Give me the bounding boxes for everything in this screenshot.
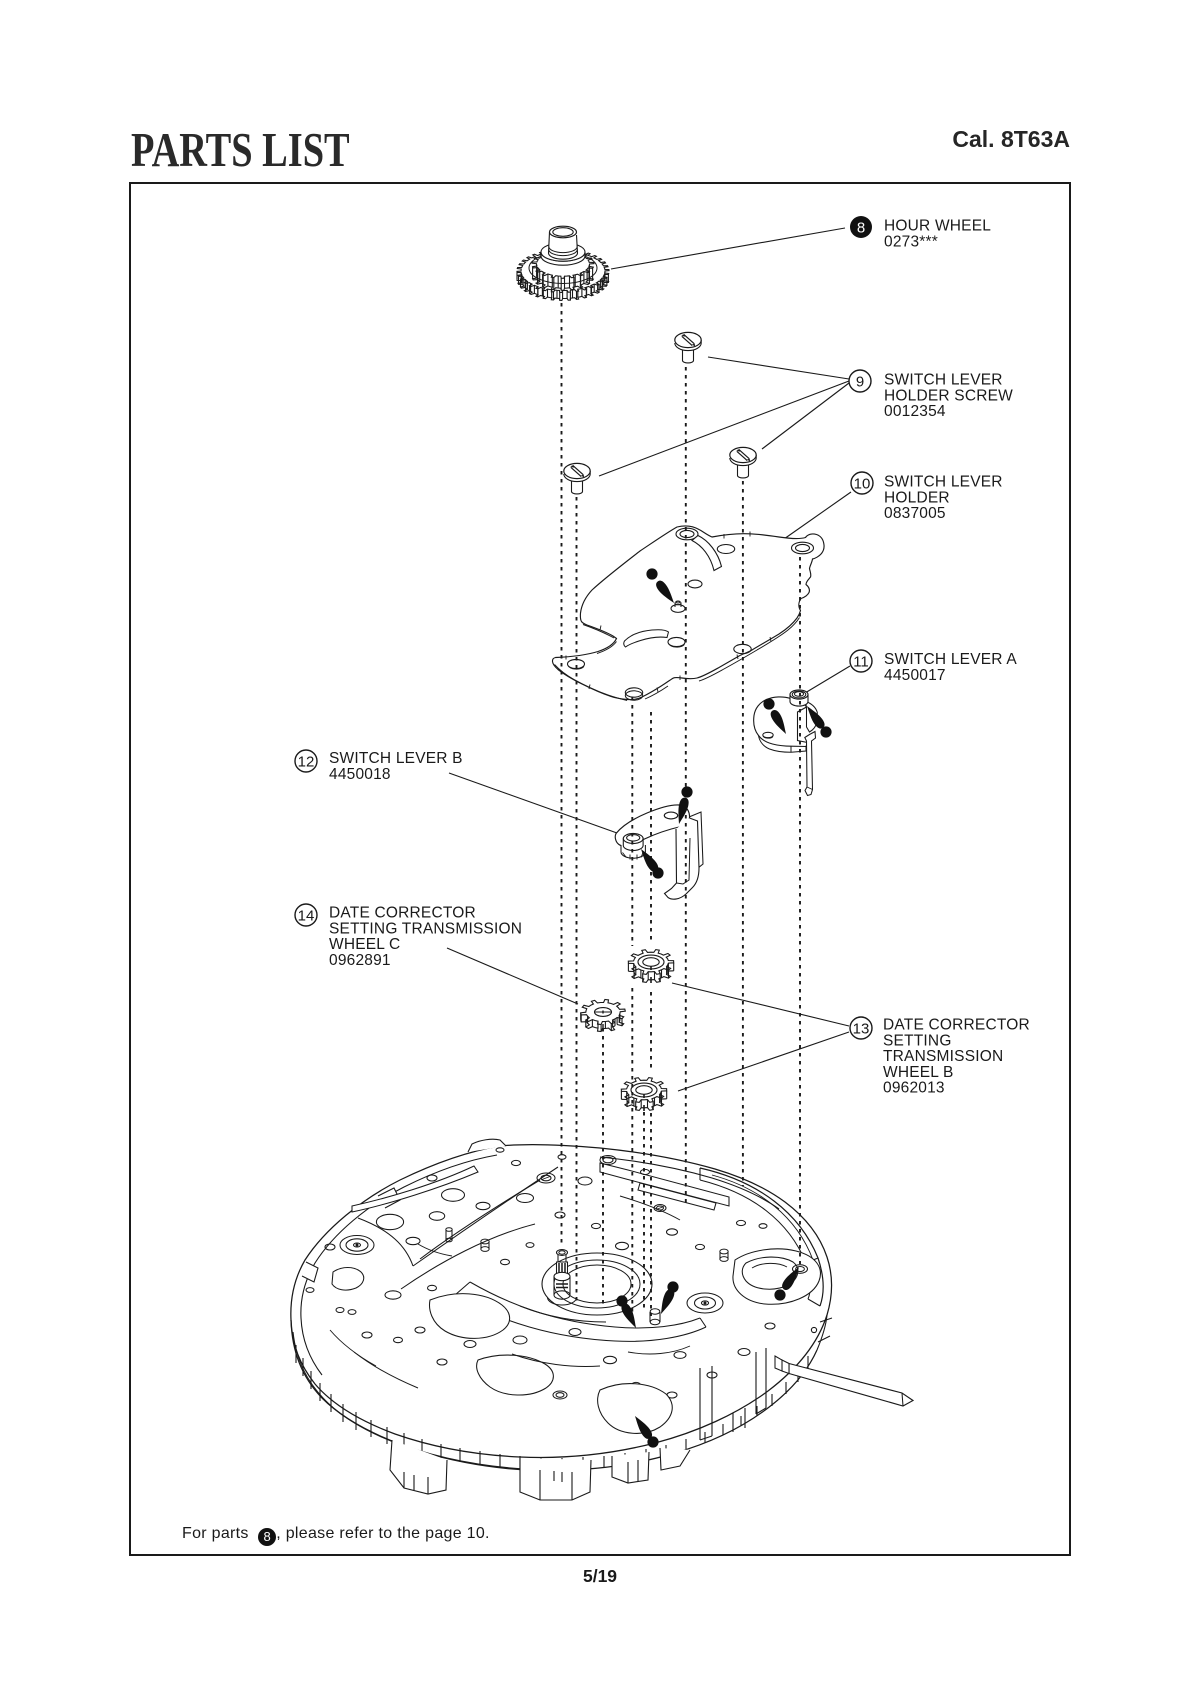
svg-text:SETTING: SETTING	[883, 1032, 952, 1049]
svg-text:WHEEL C: WHEEL C	[329, 936, 400, 953]
svg-text:SWITCH LEVER: SWITCH LEVER	[884, 372, 1003, 389]
svg-text:HOUR WHEEL: HOUR WHEEL	[884, 218, 991, 235]
svg-text:4450017: 4450017	[884, 667, 946, 684]
svg-text:0273***: 0273***	[884, 233, 938, 250]
svg-text:0962891: 0962891	[329, 952, 391, 969]
svg-text:SWITCH LEVER B: SWITCH LEVER B	[329, 750, 463, 767]
svg-text:14: 14	[298, 907, 315, 924]
svg-text:SWITCH LEVER A: SWITCH LEVER A	[884, 651, 1017, 668]
svg-text:SETTING TRANSMISSION: SETTING TRANSMISSION	[329, 920, 522, 937]
svg-text:12: 12	[298, 753, 315, 770]
svg-text:4450018: 4450018	[329, 766, 391, 783]
svg-text:TRANSMISSION: TRANSMISSION	[883, 1048, 1003, 1065]
svg-text:11: 11	[853, 653, 869, 670]
svg-text:8: 8	[857, 219, 865, 236]
svg-text:WHEEL B: WHEEL B	[883, 1064, 954, 1081]
svg-text:0837005: 0837005	[884, 505, 946, 522]
svg-text:DATE CORRECTOR: DATE CORRECTOR	[329, 905, 476, 922]
svg-text:HOLDER: HOLDER	[884, 489, 950, 506]
svg-text:SWITCH LEVER: SWITCH LEVER	[884, 474, 1003, 491]
svg-text:DATE CORRECTOR: DATE CORRECTOR	[883, 1017, 1030, 1034]
svg-text:0962013: 0962013	[883, 1080, 945, 1097]
svg-text:10: 10	[854, 475, 871, 492]
svg-text:HOLDER SCREW: HOLDER SCREW	[884, 387, 1013, 404]
svg-text:13: 13	[853, 1020, 870, 1037]
svg-text:9: 9	[856, 373, 864, 390]
svg-text:0012354: 0012354	[884, 403, 946, 420]
